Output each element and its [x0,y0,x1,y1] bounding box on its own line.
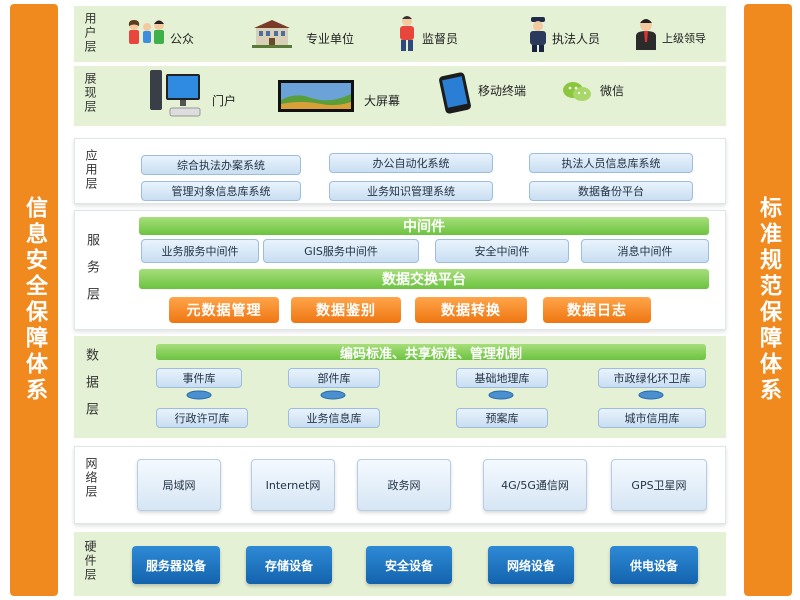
metadata-management: 元数据管理 [169,297,279,323]
display-portal-label: 门户 [212,94,237,108]
officer-icon [530,17,546,52]
net-internet: Internet网 [251,459,335,511]
db-cylinder-icon [320,390,346,400]
service-layer-label: 服务层 [84,233,99,314]
network-layer: 网络层 局域网 Internet网 政务网 4G/5G通信网 GPS卫星网 [74,446,726,524]
standards-bar-green: 编码标准、共享标准、管理机制 [156,344,706,362]
application-layer: 应用层 综合执法办案系统 办公自动化系统 执法人员信息库系统 管理对象信息库系统… [74,138,726,204]
app-staff-system: 执法人员信息库系统 [529,153,693,173]
big-screen-icon [278,80,354,112]
leader-icon [636,19,656,50]
user-public-label: 公众 [170,32,195,46]
standards-bar: 标准规范保障体系 [744,4,792,596]
computer-icon [150,70,201,117]
db-component: 部件库 [288,368,380,388]
db-plan: 预案库 [456,408,548,428]
app-knowledge-system: 业务知识管理系统 [329,181,493,201]
info-security-bar: 信息安全保障体系 [10,4,58,596]
db-business-info: 业务信息库 [288,408,380,428]
hardware-layer-label: 硬件层 [83,540,97,582]
data-log: 数据日志 [543,297,651,323]
data-layer-label: 数据层 [83,348,98,429]
hw-network: 网络设备 [488,546,574,584]
hw-storage: 存储设备 [246,546,332,584]
net-lan: 局域网 [137,459,221,511]
mobile-phone-icon [439,72,471,114]
application-layer-label: 应用层 [84,149,98,191]
user-layer-label: 用户层 [83,12,97,54]
building-icon [252,20,292,48]
db-municipal: 市政绿化环卫库 [598,368,706,388]
net-4g5g: 4G/5G通信网 [483,459,587,511]
mw-business: 业务服务中间件 [141,239,259,263]
user-supervisor-label: 监督员 [422,32,459,46]
mw-security: 安全中间件 [435,239,569,263]
network-layer-label: 网络层 [84,457,98,499]
db-credit: 城市信用库 [598,408,706,428]
app-case-system: 综合执法办案系统 [141,155,301,175]
data-layer: 数据层 编码标准、共享标准、管理机制 事件库 部件库 基础地理库 市政绿化环卫库… [74,336,726,438]
display-layer: 展现层 门户 大屏幕 移动终端 微信 [74,66,726,126]
hw-security: 安全设备 [366,546,452,584]
middleware-bar: 中间件 [139,217,709,235]
standards-title: 标准规范保障体系 [756,196,781,404]
mw-message: 消息中间件 [581,239,709,263]
app-object-system: 管理对象信息库系统 [141,181,301,201]
hw-power: 供电设备 [610,546,698,584]
user-leader-label: 上级领导 [662,32,706,45]
public-people-icon [128,20,164,44]
data-identification: 数据鉴别 [291,297,401,323]
db-cylinder-icon [488,390,514,400]
db-event: 事件库 [156,368,242,388]
display-bigscreen-label: 大屏幕 [364,94,401,108]
display-layer-label: 展现层 [83,72,97,114]
net-gps: GPS卫星网 [611,459,707,511]
service-layer: 服务层 中间件 业务服务中间件 GIS服务中间件 安全中间件 消息中间件 数据交… [74,210,726,330]
mw-gis: GIS服务中间件 [263,239,419,263]
data-exchange-bar: 数据交换平台 [139,269,709,289]
db-cylinder-icon [186,390,212,400]
db-cylinder-icon [638,390,664,400]
user-officer-label: 执法人员 [552,32,601,46]
db-license: 行政许可库 [156,408,248,428]
user-layer: 用户层 公众 专业单位 监督员 执法人员 上级领导 [74,6,726,62]
supervisor-icon [400,16,414,51]
net-gov: 政务网 [357,459,451,511]
app-office-system: 办公自动化系统 [329,153,493,173]
wechat-icon [563,82,591,101]
db-geo: 基础地理库 [456,368,548,388]
display-mobile-label: 移动终端 [478,84,527,98]
app-backup-platform: 数据备份平台 [529,181,693,201]
info-security-title: 信息安全保障体系 [22,196,47,404]
data-conversion: 数据转换 [415,297,527,323]
hw-server: 服务器设备 [132,546,220,584]
display-wechat-label: 微信 [600,84,625,98]
hardware-layer: 硬件层 服务器设备 存储设备 安全设备 网络设备 供电设备 [74,532,726,596]
user-unit-label: 专业单位 [306,32,355,46]
